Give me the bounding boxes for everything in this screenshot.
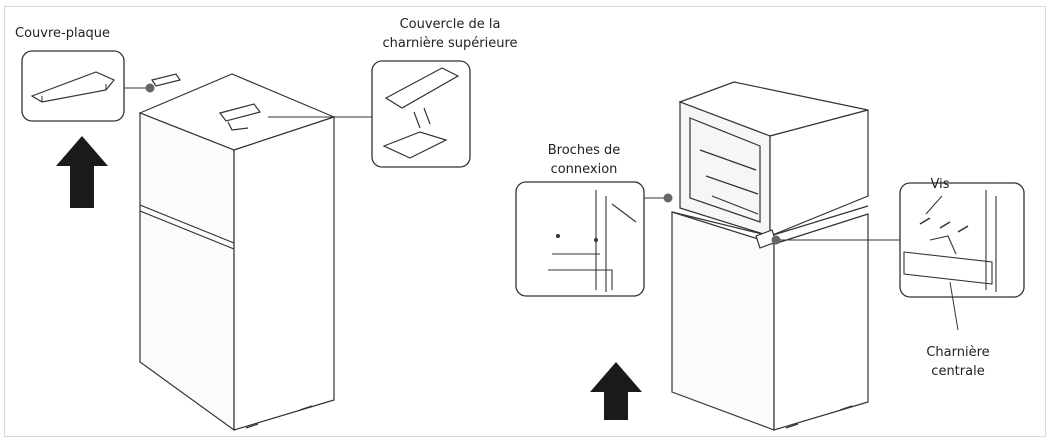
up-arrow-icon: [56, 136, 108, 208]
right-refrigerator: [671, 81, 869, 431]
callout-center-hinge: [771, 182, 1025, 331]
label-connection-pins-line1: Broches de: [548, 143, 620, 158]
label-top-hinge-cover-line2: charnière supérieure: [382, 36, 517, 51]
label-center-hinge-line2: centrale: [931, 364, 984, 379]
label-connection-pins-line2: connexion: [551, 162, 618, 177]
callout-top-hinge-cover: [268, 60, 471, 168]
right-fridge-lower-front: [773, 213, 869, 431]
left-fridge-cover-plate-slot: [151, 73, 181, 87]
up-arrow-icon: [590, 362, 642, 420]
label-center-hinge-line1: Charnière: [926, 345, 989, 360]
left-fridge-front: [233, 116, 335, 431]
left-fridge-top-hinge: [218, 103, 262, 122]
label-top-hinge-cover-line1: Couvercle de la: [400, 17, 501, 32]
left-refrigerator: [138, 73, 336, 432]
label-cover-plate: Couvre-plaque: [15, 26, 110, 41]
callout-cover-plate: [21, 50, 155, 122]
label-screws: Vis: [931, 177, 950, 192]
right-fridge-open-freezer: [769, 109, 869, 237]
callout-connection-pins: [515, 181, 673, 297]
left-fridge-door-split: [139, 204, 235, 250]
